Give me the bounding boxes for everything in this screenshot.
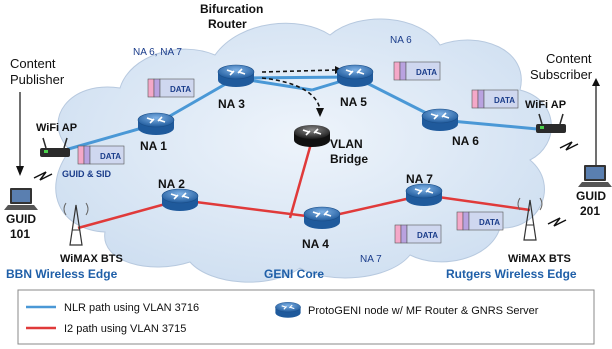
label-na4: NA 4: [302, 237, 329, 251]
wimax-right-label: WiMAX BTS: [508, 253, 571, 265]
subscriber-label-2: Subscriber: [530, 67, 593, 82]
router-na1: [137, 112, 175, 136]
flow-arrowhead-down: [316, 108, 324, 117]
tag-na7: NA 7: [360, 254, 382, 265]
router-na6: [421, 108, 459, 132]
publisher-label-2: Publisher: [10, 72, 65, 87]
packet-na5: DATA: [393, 61, 441, 81]
link-bridge-na4: [288, 139, 314, 219]
wimax-left-label: WiMAX BTS: [60, 253, 123, 265]
publisher-arrowhead: [16, 166, 24, 176]
wireless-bolt-rutgers: [547, 217, 567, 227]
packet-na4: DATA: [394, 224, 442, 244]
packet-na6: DATA: [471, 89, 519, 109]
bbn-edge-label: BBN Wireless Edge: [6, 267, 118, 281]
router-na2: [161, 188, 199, 212]
label-vlan-bridge-2: Bridge: [330, 152, 368, 166]
router-na3: [217, 64, 255, 88]
legend-node-text: ProtoGENI node w/ MF Router & GNRS Serve…: [308, 305, 539, 317]
label-bifurcation-1: Bifurcation: [200, 2, 263, 16]
legend-box: [17, 289, 595, 345]
wifi-ap-icon-left: [40, 137, 70, 157]
svg-text:DATA: DATA: [494, 96, 515, 105]
router-na5: [336, 64, 374, 88]
wireless-bolt-right: [559, 141, 579, 151]
flow-arrows: [261, 69, 336, 111]
router-na4: [303, 206, 341, 230]
legend-i2-text: I2 path using VLAN 3715: [64, 323, 186, 335]
label-vlan-bridge-1: VLAN: [330, 137, 363, 151]
guid-101-label-1: GUID: [6, 212, 36, 226]
svg-text:DATA: DATA: [417, 231, 438, 240]
legend-nlr-text: NLR path using VLAN 3716: [64, 302, 199, 314]
geni-core-label: GENI Core: [264, 267, 324, 281]
laptop-icon-right: [578, 165, 612, 187]
label-na2: NA 2: [158, 177, 185, 191]
label-na3: NA 3: [218, 97, 245, 111]
guid-201-label-1: GUID: [576, 189, 606, 203]
guid-201-label-2: 201: [580, 204, 600, 218]
packet-rutgers: DATA: [456, 211, 504, 231]
publisher-wifi-label: WiFi AP: [36, 122, 77, 134]
wimax-tower-icon-right: [517, 197, 543, 241]
tag-na6: NA 6: [390, 35, 412, 46]
rutgers-edge-label: Rutgers Wireless Edge: [446, 267, 577, 281]
link-na3-na5: [235, 75, 356, 80]
subscriber-arrowhead: [592, 78, 600, 86]
svg-text:DATA: DATA: [170, 85, 191, 94]
wimax-tower-icon-left: [63, 202, 89, 246]
label-na1: NA 1: [140, 139, 167, 153]
packet-na3: DATA: [147, 78, 195, 98]
svg-text:DATA: DATA: [479, 218, 500, 227]
wifi-ap-icon-right: [536, 113, 566, 133]
router-na7: [405, 183, 443, 207]
wireless-bolt-left: [33, 171, 53, 181]
guid-sid-label: GUID & SID: [62, 169, 112, 179]
subscriber-label-1: Content: [546, 51, 592, 66]
legend-router-icon: [274, 301, 302, 319]
label-na5: NA 5: [340, 95, 367, 109]
link-na2-na4: [179, 198, 323, 220]
publisher-label-1: Content: [10, 56, 56, 71]
label-na6: NA 6: [452, 134, 479, 148]
packet-publisher: DATA: [77, 145, 125, 165]
laptop-icon-left: [4, 188, 38, 210]
tag-na6-na7: NA 6, NA 7: [133, 47, 182, 58]
svg-text:DATA: DATA: [416, 68, 437, 77]
vlan-bridge-icon: [294, 125, 330, 147]
guid-101-label-2: 101: [10, 227, 30, 241]
label-na7: NA 7: [406, 172, 433, 186]
svg-text:DATA: DATA: [100, 152, 121, 161]
subscriber-wifi-label: WiFi AP: [525, 99, 566, 111]
label-bifurcation-2: Router: [208, 17, 247, 31]
